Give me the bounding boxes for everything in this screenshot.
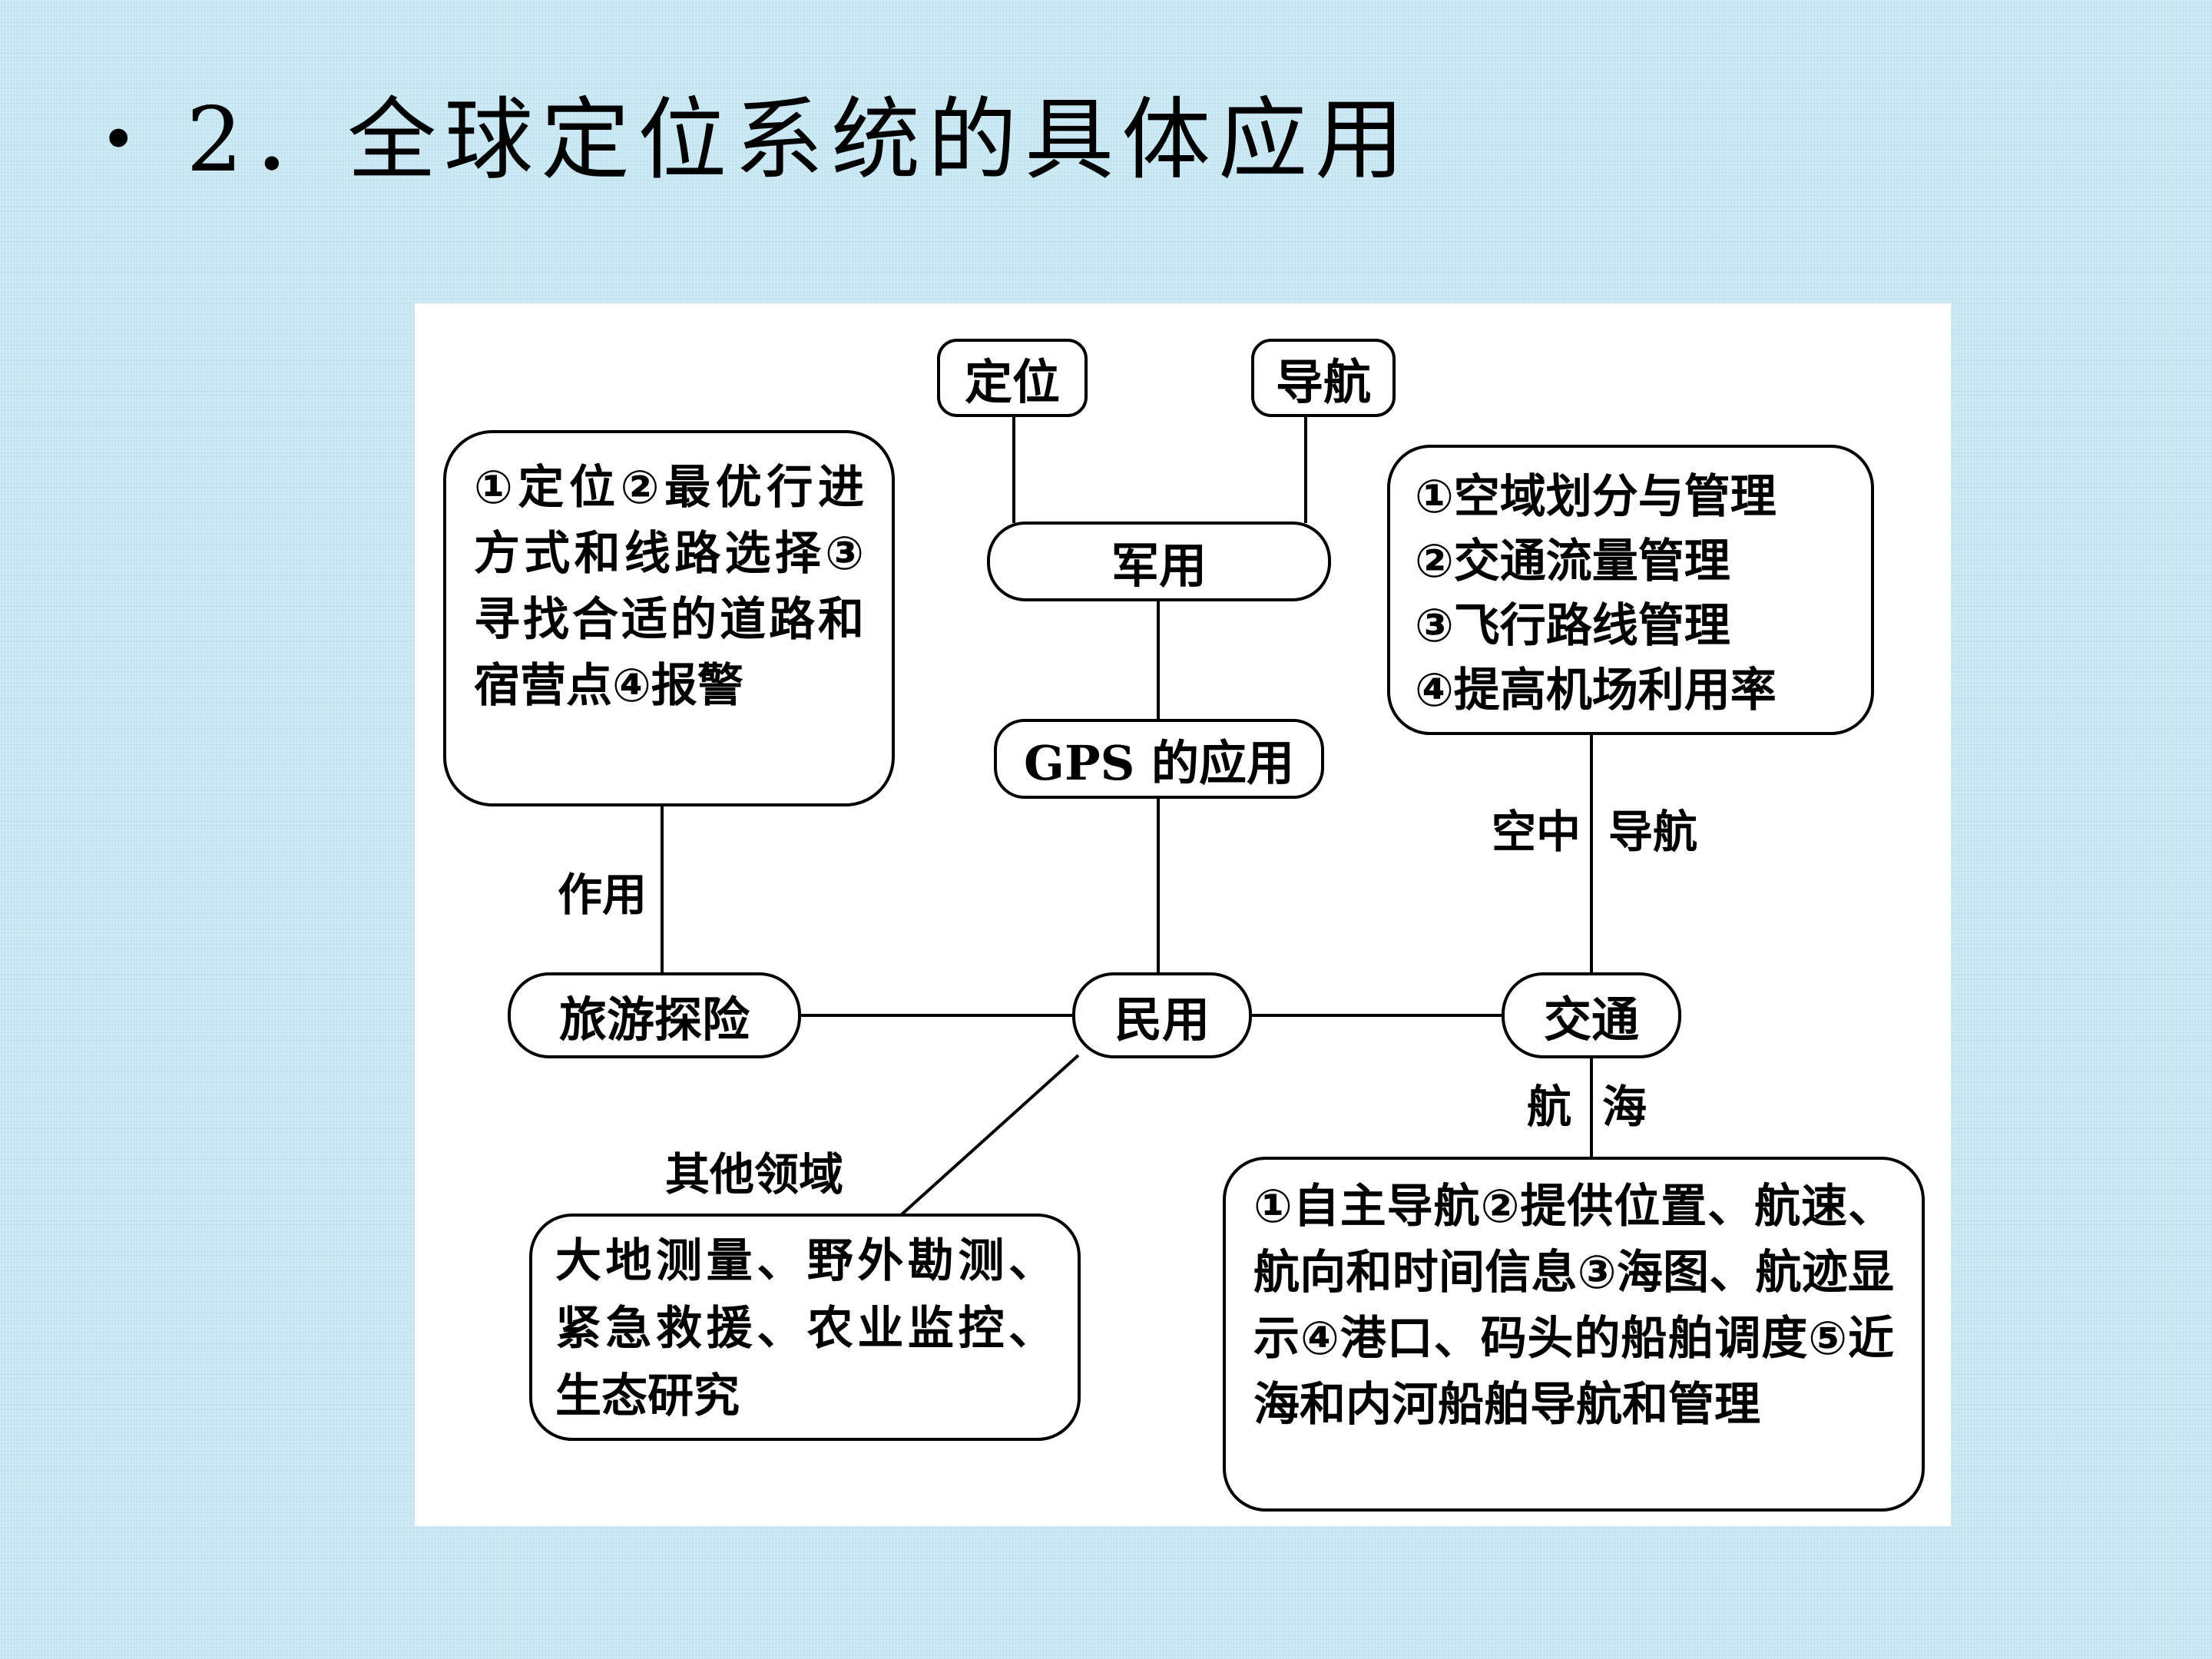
slide-title-row: • 2．全球定位系统的具体应用	[100, 83, 1412, 198]
node-military-use-label: 军用	[1111, 538, 1207, 594]
node-tourism-functions-detail: ①定位②最优行进方式和线路选择③寻找合适的道路和宿营点④报警	[443, 430, 895, 806]
air-detail-line: ④提高机场利用率	[1415, 664, 1777, 717]
node-navigation: 导航	[1251, 339, 1396, 417]
node-transportation: 交通	[1502, 972, 1681, 1058]
edge-label-air-navigation: 导航	[1608, 806, 1698, 858]
node-maritime-navigation-text: ①自主导航②提供位置、航速、航向和时间信息③海图、航迹显示④港口、码头的船舶调度…	[1253, 1180, 1894, 1432]
node-other-fields-text: 大地测量、野外勘测、紧急救援、农业监控、生态研究	[555, 1234, 1055, 1423]
node-tourism-functions-text: ①定位②最优行进方式和线路选择③寻找合适的道路和宿营点④报警	[474, 461, 864, 713]
node-maritime-navigation-detail: ①自主导航②提供位置、航速、航向和时间信息③海图、航迹显示④港口、码头的船舶调度…	[1223, 1157, 1925, 1512]
node-gps-applications-label: GPS 的应用	[1024, 735, 1294, 791]
air-detail-line: ③飞行路线管理	[1415, 599, 1730, 653]
node-positioning-label: 定位	[964, 354, 1060, 410]
node-navigation-label: 导航	[1275, 354, 1371, 410]
node-civil-use: 民用	[1072, 972, 1252, 1058]
node-gps-applications: GPS 的应用	[994, 719, 1324, 799]
page-title: 2．全球定位系统的具体应用	[186, 88, 1412, 192]
air-detail-line: ②交通流量管理	[1415, 535, 1730, 588]
edge-label-sea-hai: 海	[1602, 1081, 1647, 1133]
edge-label-other-fields: 其他领域	[665, 1148, 844, 1200]
node-civil-use-label: 民用	[1114, 992, 1210, 1048]
node-tourism-exploration-label: 旅游探险	[558, 992, 750, 1048]
node-tourism-exploration: 旅游探险	[508, 972, 801, 1058]
node-military-use: 军用	[987, 522, 1331, 601]
node-air-traffic-detail: ①空域划分与管理 ②交通流量管理 ③飞行路线管理 ④提高机场利用率	[1387, 445, 1874, 735]
node-other-fields-detail: 大地测量、野外勘测、紧急救援、农业监控、生态研究	[529, 1214, 1081, 1441]
title-bullet: •	[100, 104, 137, 177]
edge-label-air: 空中	[1491, 806, 1581, 858]
edge-label-sea-hang: 航	[1527, 1081, 1572, 1133]
edge-label-function: 作用	[558, 869, 647, 921]
node-positioning: 定位	[937, 339, 1088, 417]
air-detail-line: ①空域划分与管理	[1415, 470, 1777, 524]
node-transportation-label: 交通	[1543, 992, 1639, 1048]
